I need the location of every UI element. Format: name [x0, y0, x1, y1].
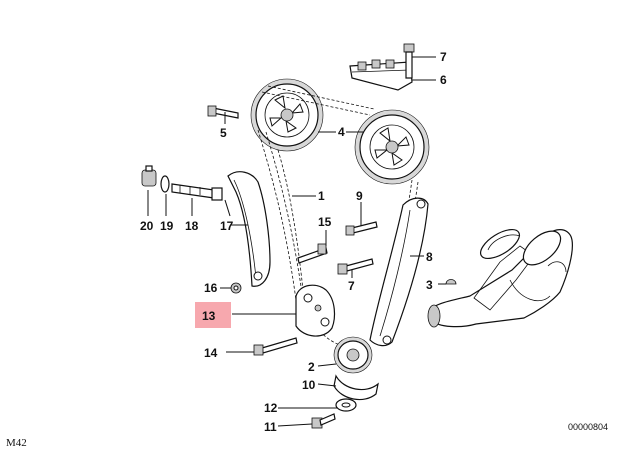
- drawing-number: 00000804: [568, 422, 608, 432]
- callout-5[interactable]: 5: [220, 126, 227, 140]
- callout-2[interactable]: 2: [308, 360, 315, 374]
- callout-4[interactable]: 4: [338, 125, 345, 139]
- chain-guide-cover[interactable]: [295, 284, 336, 337]
- callout-11[interactable]: 11: [264, 420, 277, 434]
- callout-18[interactable]: 18: [185, 219, 199, 233]
- callout-14[interactable]: 14: [204, 346, 218, 360]
- camshaft-sprocket-right[interactable]: [354, 109, 430, 185]
- callout-8[interactable]: 8: [426, 250, 433, 264]
- sprocket-bolt[interactable]: [207, 105, 239, 119]
- callout-13[interactable]: 13: [202, 309, 216, 323]
- chain-bracket[interactable]: [349, 59, 413, 91]
- washer[interactable]: [230, 282, 242, 294]
- callout-1[interactable]: 1: [318, 189, 325, 203]
- callout-7-lower[interactable]: 7: [348, 279, 355, 293]
- callout-10[interactable]: 10: [302, 378, 316, 392]
- woodruff-key[interactable]: [445, 279, 457, 285]
- screw-plug[interactable]: [141, 165, 157, 187]
- callout-9[interactable]: 9: [356, 189, 363, 203]
- seal-ring[interactable]: [160, 175, 170, 193]
- cover-bolt[interactable]: [253, 337, 298, 356]
- callout-7-upper[interactable]: 7: [440, 50, 447, 64]
- engine-code-label: M42: [6, 437, 27, 449]
- stud-bolt[interactable]: [297, 243, 328, 264]
- tensioner-piston[interactable]: [171, 183, 223, 201]
- highlight-box-part-13: [195, 302, 231, 328]
- callout-leaders: [147, 56, 446, 427]
- callout-12[interactable]: 12: [264, 401, 278, 415]
- guide-rail[interactable]: [369, 197, 429, 347]
- bracket-bolt-lower[interactable]: [337, 258, 374, 275]
- callout-17[interactable]: 17: [220, 219, 234, 233]
- tensioner-rail[interactable]: [227, 171, 271, 287]
- callout-3[interactable]: 3: [426, 278, 433, 292]
- callout-15[interactable]: 15: [318, 215, 332, 229]
- guide-bolt[interactable]: [345, 221, 378, 236]
- camshaft-sprocket-left[interactable]: [250, 78, 324, 152]
- callout-6[interactable]: 6: [440, 73, 447, 87]
- sprocket-bolt-lower[interactable]: [311, 413, 336, 429]
- bracket-bolt-upper[interactable]: [403, 43, 415, 79]
- callout-19[interactable]: 19: [160, 219, 174, 233]
- oil-pump-sprocket[interactable]: [333, 374, 379, 401]
- callout-20[interactable]: 20: [140, 219, 154, 233]
- crankshaft: [427, 228, 573, 328]
- callout-16[interactable]: 16: [204, 281, 218, 295]
- crankshaft-sprocket[interactable]: [333, 336, 373, 374]
- sprocket-washer[interactable]: [335, 398, 357, 412]
